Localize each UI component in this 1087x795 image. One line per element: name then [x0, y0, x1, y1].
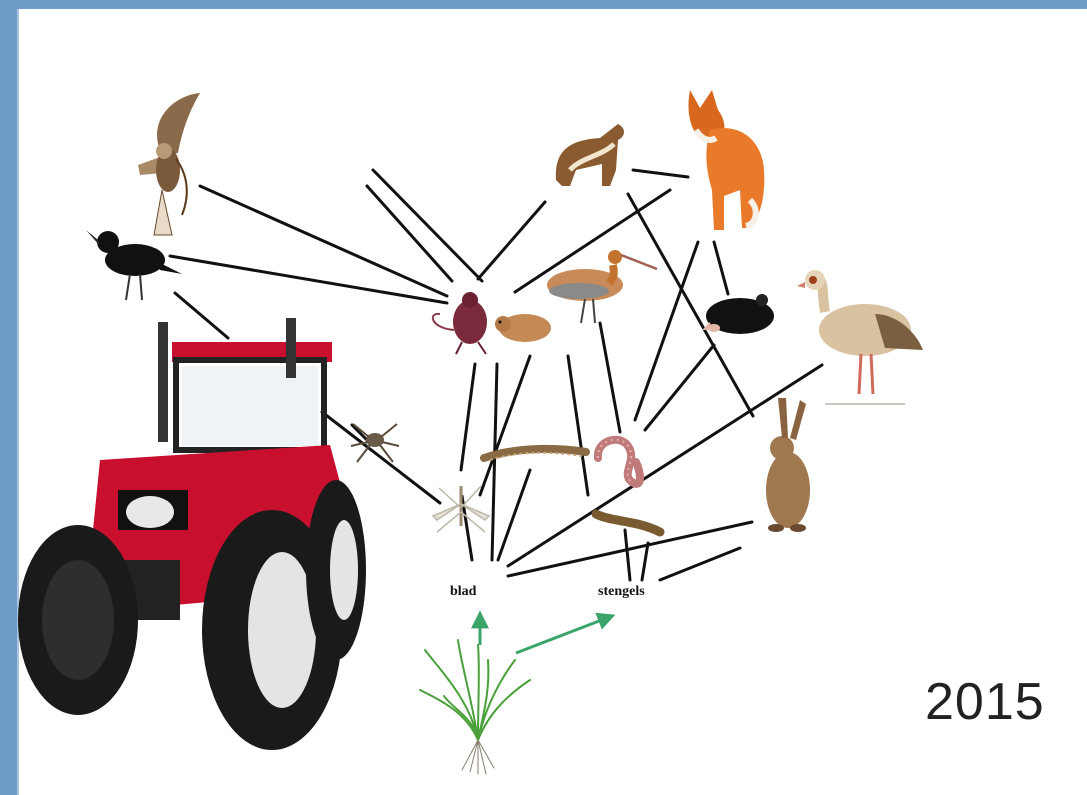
link-vole-larva	[568, 356, 588, 495]
weasel-icon	[556, 124, 624, 186]
crow-icon	[86, 230, 182, 300]
link-weasel-fox	[633, 170, 688, 177]
worm-icon	[598, 440, 640, 484]
grass-arrows	[480, 614, 612, 653]
mole-icon	[702, 294, 774, 334]
link-mole-worm	[645, 345, 714, 430]
link-larva-stems-a	[625, 530, 630, 580]
link-crow-rat	[170, 256, 447, 303]
stems-label: stengels	[598, 584, 645, 600]
tractor-icon	[18, 318, 366, 750]
grass-icon	[420, 640, 530, 774]
buzzard-icon	[138, 93, 200, 235]
millipede-icon	[484, 449, 586, 460]
year-label: 2015	[925, 672, 1045, 732]
vole-icon	[495, 314, 551, 342]
link-rat-cranefly	[461, 364, 475, 470]
link-larva-stems-b	[642, 543, 648, 580]
leaf-label: blad	[450, 584, 476, 600]
link-fox-mole	[714, 242, 728, 294]
goose-icon	[797, 270, 923, 404]
link-millipede-leaf	[498, 470, 530, 560]
link-buzzard-rat	[200, 186, 447, 296]
link-godwit-worm	[600, 323, 620, 432]
link-vole-millipede	[480, 356, 530, 495]
link-fox-worm	[635, 242, 698, 420]
link-crow-tractor	[175, 293, 228, 338]
fox-icon	[688, 90, 764, 230]
link-weasel-rat	[478, 202, 545, 279]
link-rat-upper-a	[373, 170, 482, 281]
hare-icon	[766, 398, 810, 532]
larva-icon	[596, 514, 660, 532]
link-hare-stems	[660, 548, 740, 580]
arrow-grass-stems	[516, 616, 612, 653]
